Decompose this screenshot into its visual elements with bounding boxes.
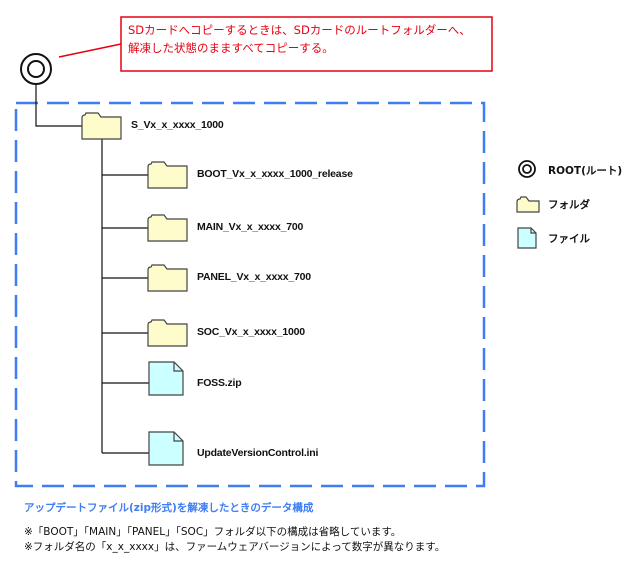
root-icon: [20, 53, 52, 85]
tree-connectors: [35, 84, 149, 454]
folder-icon: [147, 161, 188, 189]
legend-file-label: ファイル: [548, 233, 590, 245]
legend-folder-icon: [516, 196, 540, 213]
folder-icon: [81, 112, 122, 140]
tree-item-label: BOOT_Vx_x_xxxx_1000_release: [197, 168, 353, 180]
folder-icon: [147, 319, 188, 347]
tree-item-label: MAIN_Vx_x_xxxx_700: [197, 221, 304, 233]
tree-item-label: FOSS.zip: [197, 377, 242, 389]
file-icon: [148, 361, 184, 396]
callout-box: [120, 16, 493, 72]
legend-root-icon: [518, 160, 536, 178]
dashed-group-box: [14, 101, 486, 488]
top-folder-label: S_Vx_x_xxxx_1000: [131, 119, 224, 131]
diagram-caption: アップデートファイル(zip形式)を解凍したときのデータ構成: [24, 502, 314, 514]
folder-icon: [147, 214, 188, 242]
tree-item-label: UpdateVersionControl.ini: [197, 447, 319, 459]
file-icon: [148, 431, 184, 466]
tree-item-label: SOC_Vx_x_xxxx_1000: [197, 326, 305, 338]
tree-item-label: PANEL_Vx_x_xxxx_700: [197, 271, 311, 283]
callout-text: SDカードへコピーするときは、SDカードのルートフォルダーへ、 解凍した状態のま…: [128, 21, 488, 57]
note-line-2: ※フォルダ名の「x_x_xxxx」は、ファームウェアバージョンによって数字が異な…: [24, 541, 446, 553]
callout-line-1: SDカードへコピーするときは、SDカードのルートフォルダーへ、: [128, 23, 471, 37]
legend-folder-label: フォルダ: [548, 199, 590, 211]
note-line-1: ※「BOOT」「MAIN」「PANEL」「SOC」フォルダ以下の構成は省略してい…: [24, 526, 402, 538]
callout-pointer: [58, 43, 122, 58]
callout-line-2: 解凍した状態のまますべてコピーする。: [128, 41, 334, 55]
legend-root-label: ROOT(ルート): [548, 165, 623, 177]
folder-icon: [147, 264, 188, 292]
legend-file-icon: [517, 227, 537, 249]
